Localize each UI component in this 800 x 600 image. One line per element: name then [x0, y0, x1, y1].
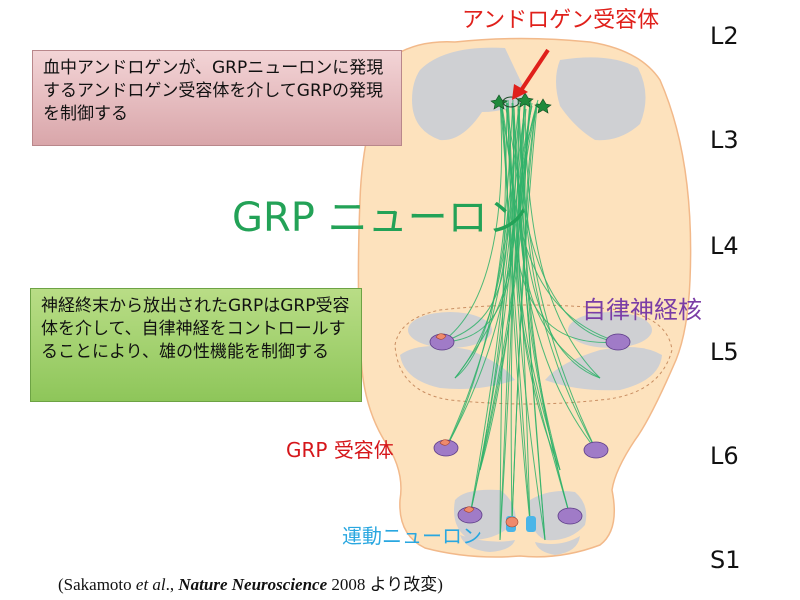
grp-neuron-label: GRP ニューロン: [232, 195, 528, 241]
citation-journal: Nature Neuroscience: [178, 575, 328, 594]
grp-fiber: [512, 102, 546, 541]
grp-fiber: [469, 99, 527, 516]
grp-fiber: [445, 105, 514, 449]
level-label-l4: L4: [710, 232, 739, 260]
grp-fiber: [441, 99, 503, 343]
grp-neuron-soma: [502, 96, 520, 108]
grp-fiber: [454, 105, 521, 379]
grp-neuron-fibers: [441, 99, 619, 541]
grp-receptor-label: GRP 受容体: [286, 438, 394, 462]
grp-fiber: [445, 99, 514, 449]
grp-neuron-cell: [534, 98, 552, 114]
l5-segment-dashed: [394, 304, 673, 405]
grp-fiber: [518, 102, 561, 471]
androgen-receptor-label: アンドロゲン受容体: [462, 8, 660, 33]
level-label-l5: L5: [710, 338, 739, 366]
grp-fiber: [518, 108, 597, 451]
grp-fiber: [501, 108, 531, 523]
grp-receptor-marks: [435, 333, 475, 513]
motor-neuron-label: 運動ニューロン: [342, 524, 482, 548]
grp-fiber: [505, 108, 619, 343]
autonomic-nucleus-label: 自律神経核: [582, 296, 702, 324]
grp-fiber: [499, 99, 512, 541]
androgen-explanation-box: 血中アンドロゲンが、GRPニューロンに発現するアンドロゲン受容体を介してGRPの…: [32, 50, 402, 146]
grp-fiber: [454, 99, 519, 379]
grp-neuron-cell: [490, 94, 508, 110]
citation: (Sakamoto et al., Nature Neuroscience 20…: [58, 575, 443, 594]
level-label-l6: L6: [710, 442, 739, 470]
grp-neuron-cells: [490, 92, 552, 114]
level-label-l3: L3: [710, 126, 739, 154]
androgen-receptor-arrowhead: [512, 84, 528, 100]
grp-neuron-cell: [516, 92, 534, 108]
motor-neuron-cells: [505, 516, 536, 532]
grp-fiber: [479, 105, 533, 471]
grp-fiber: [519, 108, 601, 379]
androgen-receptor-arrow: [518, 48, 550, 94]
gray-matter-l5: [394, 304, 673, 405]
grp-fiber: [507, 102, 619, 343]
grp-fiber: [511, 105, 538, 523]
grp-fiber: [517, 102, 561, 471]
grp-fiber: [479, 99, 532, 471]
level-label-s1: S1: [710, 546, 741, 574]
citation-etal: et al: [135, 575, 166, 594]
grp-explanation-box: 神経終末から放出されたGRPはGRP受容体を介して、自律神経をコントロールするこ…: [30, 288, 362, 402]
level-label-l2: L2: [710, 22, 739, 50]
gray-matter-upper: [412, 47, 646, 141]
